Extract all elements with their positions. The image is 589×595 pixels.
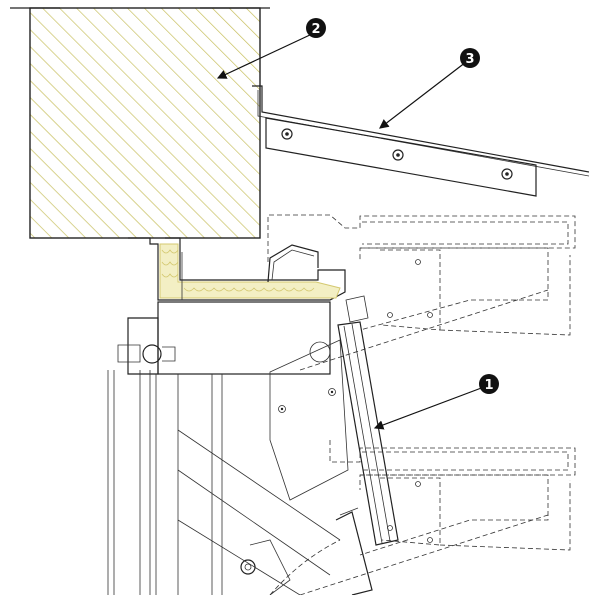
head-profile	[128, 237, 346, 301]
frame	[107, 252, 341, 595]
leader-lines	[216, 33, 485, 430]
callout-1: 1	[479, 374, 499, 394]
masonry-wall	[10, 7, 270, 239]
alternate-blade-position-lower	[269, 440, 576, 595]
callout-1-label: 1	[484, 378, 493, 393]
bracket	[240, 339, 349, 595]
alternate-blade-position-upper	[267, 214, 576, 371]
flashing	[252, 85, 589, 197]
callout-2-label: 2	[311, 22, 320, 37]
callout-3: 3	[460, 48, 480, 68]
callout-3-label: 3	[465, 52, 474, 67]
louvre-blade	[335, 295, 399, 595]
callout-2: 2	[306, 18, 326, 38]
